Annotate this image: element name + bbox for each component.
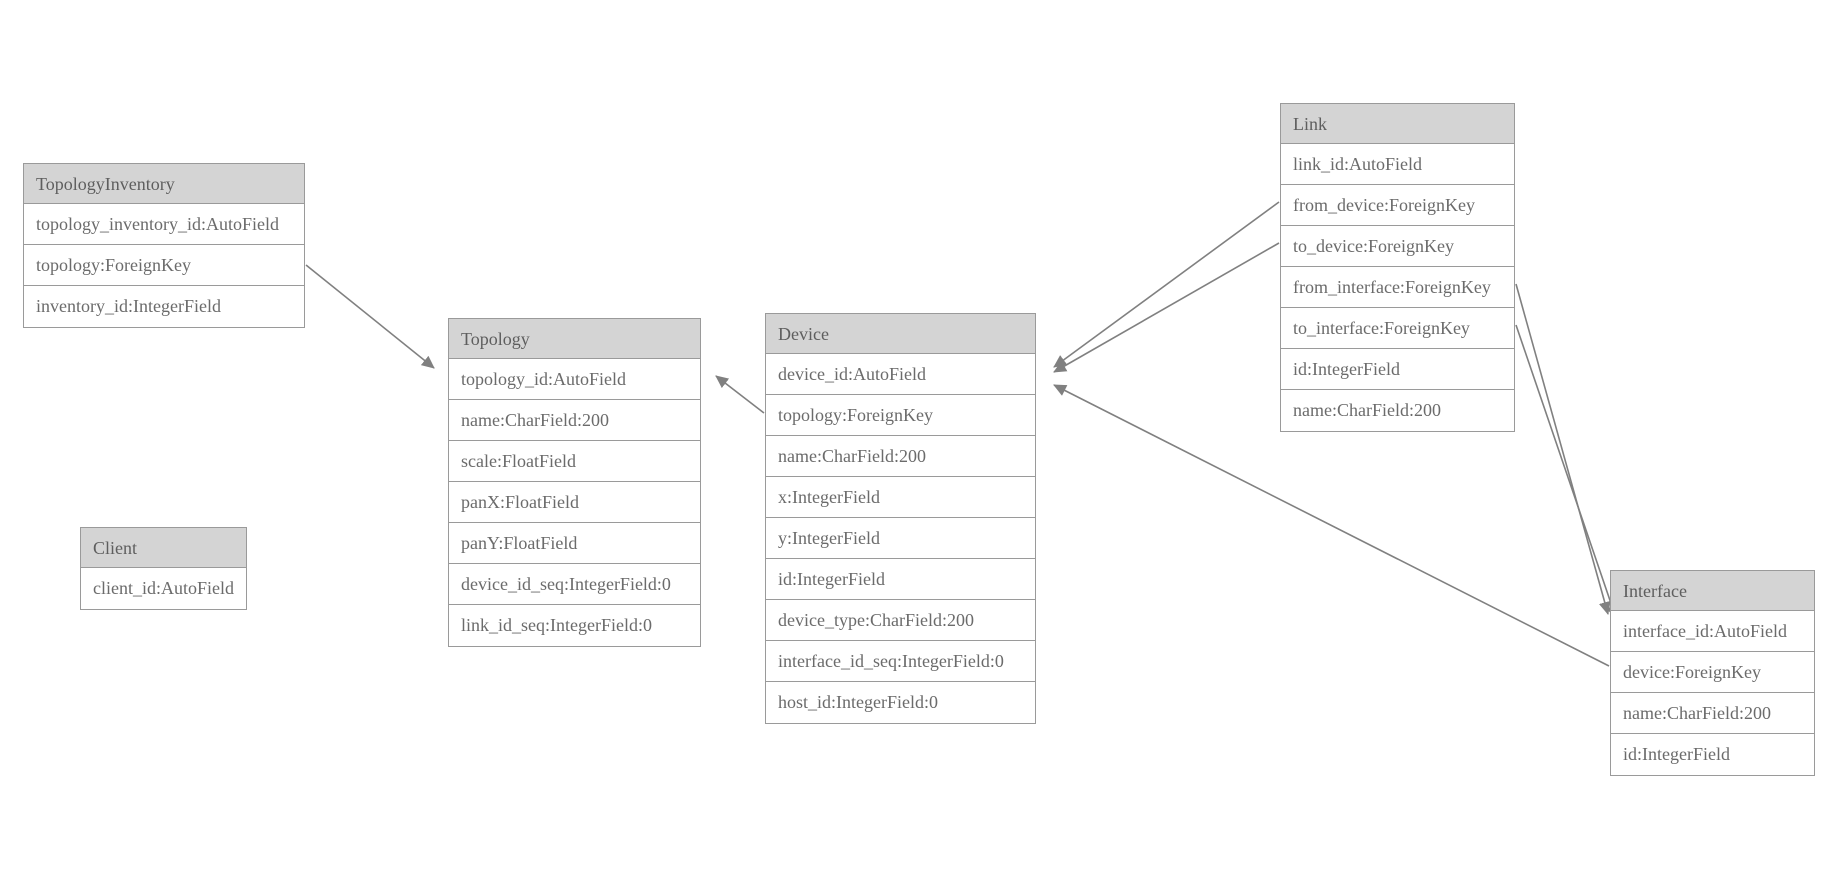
attribute-row: id:IntegerField — [1611, 734, 1814, 775]
attribute-row: topology:ForeignKey — [24, 245, 304, 286]
entity-title-device: Device — [766, 314, 1035, 354]
edge-link-to-device-to-device — [1053, 242, 1280, 373]
attribute-row: from_device:ForeignKey — [1281, 185, 1514, 226]
entity-title-link: Link — [1281, 104, 1514, 144]
edge-device-to-topology — [715, 375, 765, 414]
attribute-row: name:CharField:200 — [766, 436, 1035, 477]
attribute-row: name:CharField:200 — [449, 400, 700, 441]
attribute-row: topology:ForeignKey — [766, 395, 1035, 436]
attribute-row: device_id_seq:IntegerField:0 — [449, 564, 700, 605]
attribute-row: device_type:CharField:200 — [766, 600, 1035, 641]
attribute-row: interface_id:AutoField — [1611, 611, 1814, 652]
entity-title-topology-inventory: TopologyInventory — [24, 164, 304, 204]
entity-title-client: Client — [81, 528, 246, 568]
attribute-row: inventory_id:IntegerField — [24, 286, 304, 327]
edge-topologyinventory-to-topology — [305, 264, 435, 369]
entity-topology[interactable]: Topology topology_id:AutoField name:Char… — [448, 318, 701, 647]
attribute-row: link_id_seq:IntegerField:0 — [449, 605, 700, 646]
attribute-row: topology_inventory_id:AutoField — [24, 204, 304, 245]
attribute-row: link_id:AutoField — [1281, 144, 1514, 185]
attribute-row: topology_id:AutoField — [449, 359, 700, 400]
attribute-row: to_interface:ForeignKey — [1281, 308, 1514, 349]
entity-link[interactable]: Link link_id:AutoField from_device:Forei… — [1280, 103, 1515, 432]
attribute-row: name:CharField:200 — [1281, 390, 1514, 431]
edge-link-from-interface-to-interface — [1515, 283, 1611, 615]
entity-device[interactable]: Device device_id:AutoField topology:Fore… — [765, 313, 1036, 724]
attribute-row: host_id:IntegerField:0 — [766, 682, 1035, 723]
attribute-row: from_interface:ForeignKey — [1281, 267, 1514, 308]
attribute-row: panX:FloatField — [449, 482, 700, 523]
attribute-row: x:IntegerField — [766, 477, 1035, 518]
entity-title-interface: Interface — [1611, 571, 1814, 611]
attribute-row: client_id:AutoField — [81, 568, 246, 609]
attribute-row: name:CharField:200 — [1611, 693, 1814, 734]
entity-client[interactable]: Client client_id:AutoField — [80, 527, 247, 610]
attribute-row: device_id:AutoField — [766, 354, 1035, 395]
attribute-row: device:ForeignKey — [1611, 652, 1814, 693]
attribute-row: scale:FloatField — [449, 441, 700, 482]
attribute-row: interface_id_seq:IntegerField:0 — [766, 641, 1035, 682]
edge-link-from-device-to-device — [1053, 201, 1280, 368]
attribute-row: panY:FloatField — [449, 523, 700, 564]
edge-link-to-interface-to-interface — [1515, 324, 1618, 619]
attribute-row: y:IntegerField — [766, 518, 1035, 559]
attribute-row: id:IntegerField — [766, 559, 1035, 600]
entity-interface[interactable]: Interface interface_id:AutoField device:… — [1610, 570, 1815, 776]
entity-title-topology: Topology — [449, 319, 700, 359]
attribute-row: id:IntegerField — [1281, 349, 1514, 390]
entity-topology-inventory[interactable]: TopologyInventory topology_inventory_id:… — [23, 163, 305, 328]
attribute-row: to_device:ForeignKey — [1281, 226, 1514, 267]
